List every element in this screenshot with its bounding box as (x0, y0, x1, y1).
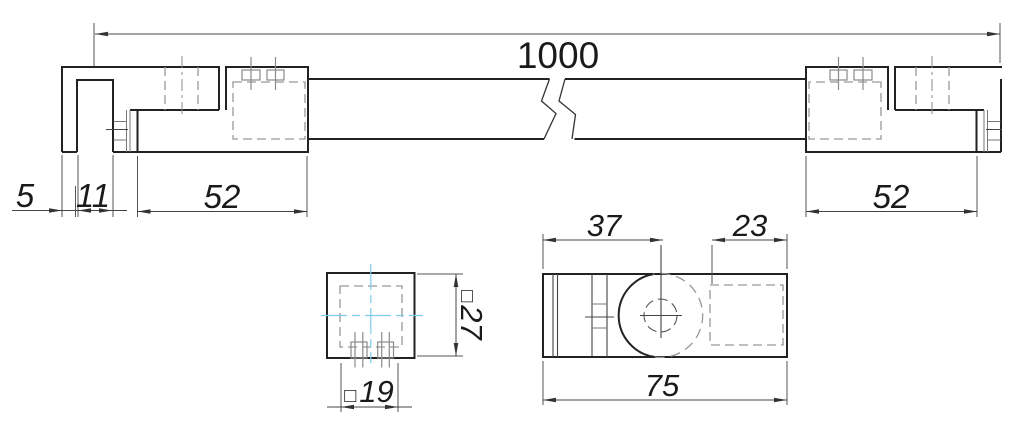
dimension-52-right: 52 (805, 156, 978, 217)
dimension-52-left: 52 (137, 156, 308, 217)
dimension-37: 37 (542, 208, 663, 269)
dim-1000-label: 1000 (517, 35, 599, 76)
dim-37-label: 37 (587, 208, 623, 243)
hidden-socket-square (709, 284, 784, 346)
end-screw-lines (354, 332, 390, 368)
dim-19-label: □19 (344, 374, 394, 409)
dim-52-left-label: 52 (204, 178, 241, 215)
dim-5-label: 5 (16, 177, 35, 214)
end-view: □27 □19 (321, 264, 489, 412)
front-view: 1000 5 11 52 52 (12, 23, 1002, 217)
dimension-27: □27 (417, 273, 489, 357)
dim-23-label: 23 (732, 208, 767, 243)
dim-75-label: 75 (645, 368, 680, 403)
dimension-23: 23 (711, 208, 788, 284)
side-view: 37 23 75 (542, 208, 788, 405)
dim-52-right-label: 52 (873, 178, 910, 215)
dimension-5-11: 5 11 (12, 155, 127, 217)
side-screw-threads (592, 303, 607, 329)
break-symbol (540, 78, 577, 140)
dim-27-label: □27 (454, 290, 489, 341)
square-symbol: □ (456, 290, 478, 302)
body-edge-lines (552, 274, 608, 357)
tube-bar (308, 78, 806, 140)
boss-circle-solid-arc (617, 273, 655, 358)
square-symbol: □ (344, 385, 356, 407)
right-end-clamp (805, 55, 1002, 153)
end-screw-1 (350, 341, 368, 359)
dim-11-label: 11 (76, 177, 110, 214)
left-end-clamp (61, 55, 309, 153)
dimension-19: □19 (327, 363, 412, 412)
dimension-75: 75 (542, 361, 788, 405)
end-screw-2 (377, 341, 395, 359)
boss-circle-hidden-arc (653, 272, 704, 359)
dimension-1000: 1000 (93, 23, 1001, 76)
